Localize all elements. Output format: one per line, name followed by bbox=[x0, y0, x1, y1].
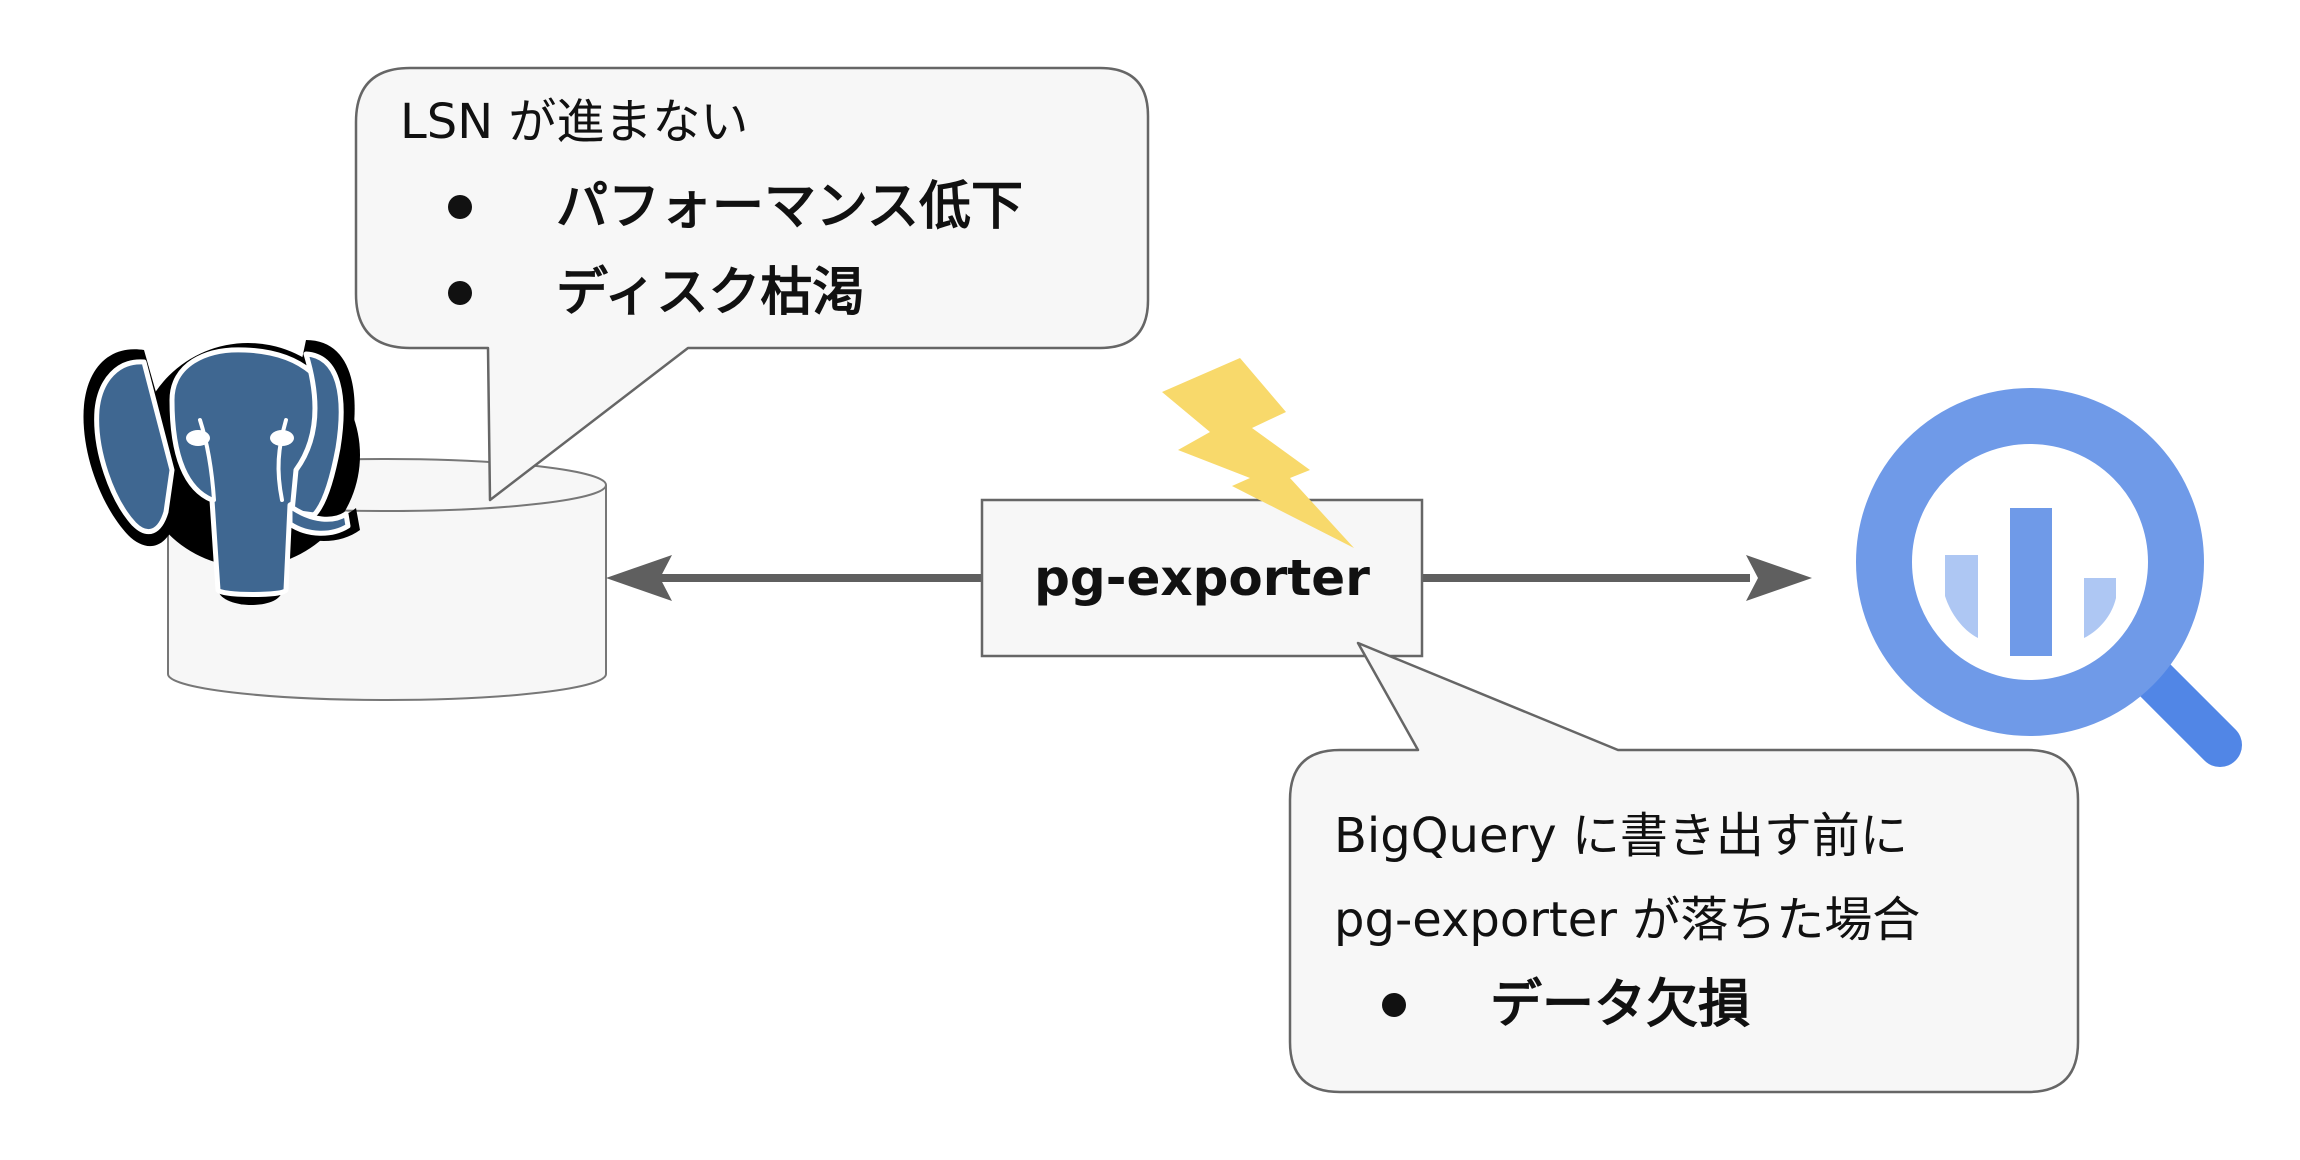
bigquery-callout-bubble bbox=[1288, 641, 2080, 1094]
bigquery-callout-line: BigQuery に書き出す前に bbox=[1334, 808, 1908, 864]
postgres-callout-list: パフォーマンス低下 ディスク枯渇 bbox=[400, 164, 1023, 336]
postgres-callout-item: ディスク枯渇 bbox=[400, 250, 1023, 336]
postgres-callout-text: LSN が進まない パフォーマンス低下 ディスク枯渇 bbox=[400, 80, 1023, 336]
postgres-callout-bubble bbox=[354, 66, 1150, 502]
bigquery-magnifier-icon bbox=[1856, 388, 2242, 767]
bigquery-callout-list: データ欠損 bbox=[1334, 962, 1920, 1048]
postgresql-elephant-icon bbox=[83, 340, 360, 605]
arrow-exporter-to-postgres bbox=[606, 555, 982, 601]
pg-exporter-box bbox=[980, 498, 1424, 658]
bullet-icon bbox=[1382, 993, 1406, 1017]
postgres-callout-heading: LSN が進まない bbox=[400, 94, 749, 150]
bigquery-callout-line: pg-exporter が落ちた場合 bbox=[1334, 892, 1921, 948]
postgres-callout-item-label: ディスク枯渇 bbox=[556, 263, 865, 323]
bullet-icon bbox=[448, 195, 472, 219]
postgres-callout-item: パフォーマンス低下 bbox=[400, 164, 1023, 250]
bigquery-callout-text: BigQuery に書き出す前に pg-exporter が落ちた場合 データ欠… bbox=[1334, 794, 1920, 1048]
postgres-callout-item-label: パフォーマンス低下 bbox=[556, 177, 1023, 237]
bigquery-callout-item-label: データ欠損 bbox=[1490, 975, 1751, 1035]
lightning-bolt-icon bbox=[1162, 358, 1354, 548]
arrow-exporter-to-bigquery bbox=[1422, 555, 1812, 601]
pg-exporter-label: pg-exporter bbox=[1034, 549, 1370, 607]
bullet-icon bbox=[448, 281, 472, 305]
bigquery-callout-item: データ欠損 bbox=[1334, 962, 1920, 1048]
